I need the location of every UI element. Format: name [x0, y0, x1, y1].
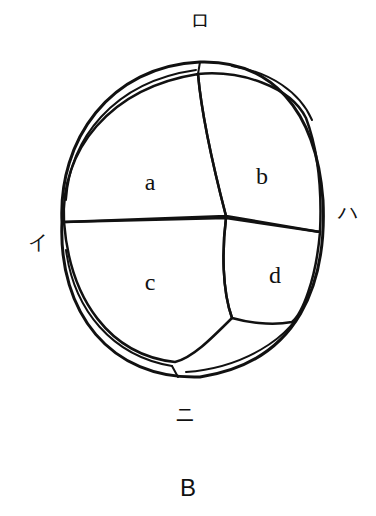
cell-wall: [64, 218, 232, 362]
cell-label: b: [256, 164, 268, 188]
direction-label: ロ: [190, 10, 210, 30]
cell-wall: [198, 73, 320, 232]
figure-caption: B: [180, 476, 196, 500]
cell: c: [58, 214, 236, 366]
cell: d: [220, 214, 324, 326]
cell-label: a: [145, 170, 156, 194]
direction-label: ハ: [338, 202, 358, 222]
cell-wall: [224, 218, 320, 324]
cell-outline: [194, 68, 324, 236]
cell-label: c: [145, 270, 156, 294]
direction-label: ニ: [175, 404, 195, 424]
cell: b: [194, 68, 324, 236]
cell-label: d: [269, 263, 281, 287]
direction-label: イ: [28, 232, 48, 252]
cell-outline: [58, 68, 232, 226]
cell: a: [58, 68, 232, 226]
